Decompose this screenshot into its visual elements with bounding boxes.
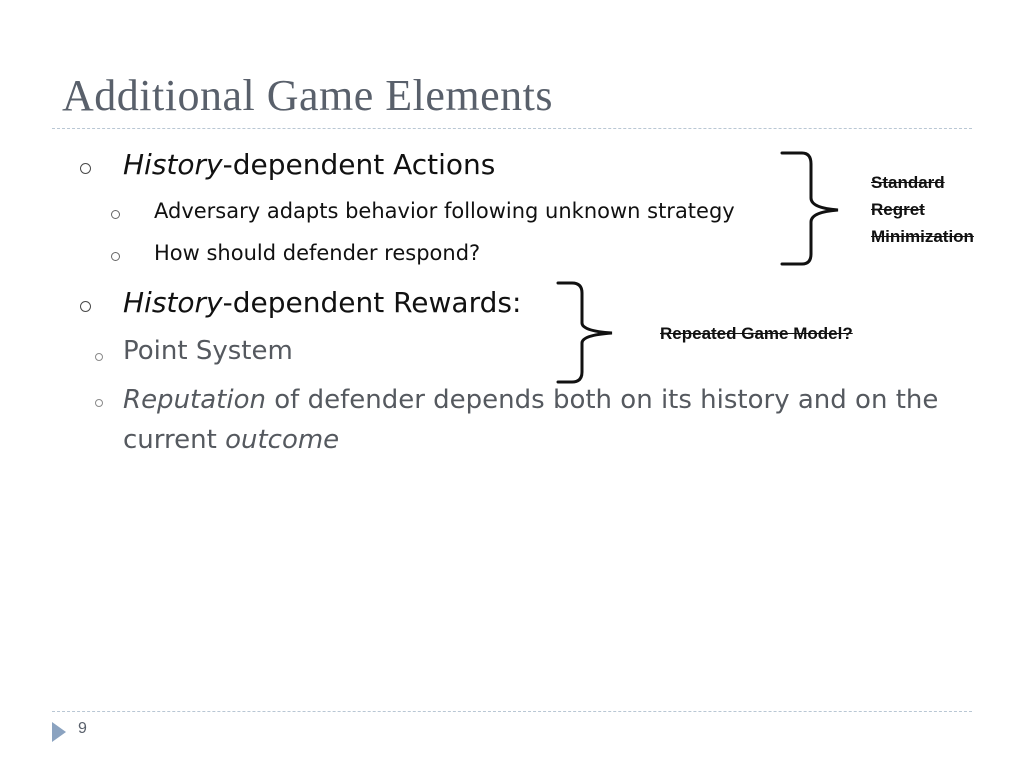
bullet-point-system: Point System	[123, 336, 293, 366]
bullet-italic: Reputation	[123, 385, 266, 415]
bullet-marker	[95, 399, 103, 407]
page-number: 9	[78, 720, 87, 737]
bullet-marker	[80, 301, 91, 312]
bullet-reputation: Reputation of defender depends both on i…	[123, 380, 963, 460]
note-line: Regret	[871, 200, 925, 219]
standard-regret-minimization-note: Standard Regret Minimization	[871, 169, 974, 250]
bullet-italic: History	[123, 148, 223, 181]
bullet-adversary-adapts: Adversary adapts behavior following unkn…	[154, 199, 735, 223]
bullet-italic: History	[123, 286, 223, 319]
bullet-marker	[111, 210, 120, 219]
footer-divider	[52, 711, 972, 712]
bullet-text: of defender depends both on its history …	[123, 385, 939, 455]
title-divider	[52, 128, 972, 129]
right-brace-icon	[780, 151, 839, 266]
bullet-italic: outcome	[225, 425, 340, 455]
note-line: Minimization	[871, 227, 974, 246]
bullet-text: -dependent Rewards:	[222, 286, 522, 319]
bullet-marker	[95, 353, 103, 361]
bullet-history-rewards: History-dependent Rewards:	[123, 286, 521, 319]
slide-title: Additional Game Elements	[62, 71, 553, 120]
repeated-game-model-note: Repeated Game Model?	[660, 324, 853, 343]
note-line: Standard	[871, 173, 945, 192]
bullet-history-actions: History-dependent Actions	[123, 148, 495, 181]
bullet-marker	[80, 163, 91, 174]
bullet-text: -dependent Actions	[222, 148, 496, 181]
right-brace-icon	[556, 281, 613, 384]
bullet-marker	[111, 252, 120, 261]
play-triangle-icon	[52, 722, 66, 742]
bullet-defender-respond: How should defender respond?	[154, 241, 481, 265]
